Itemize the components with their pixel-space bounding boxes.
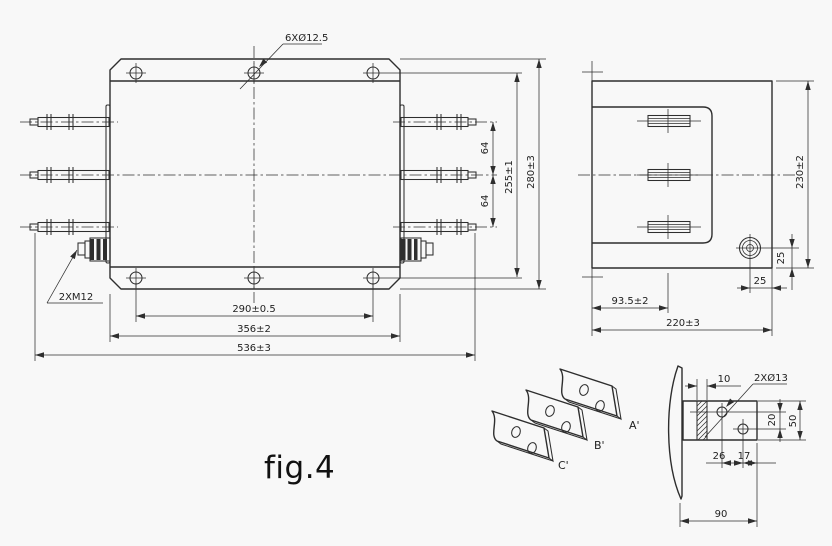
hole-callout: 6XØ12.5 — [239, 32, 328, 90]
dim-plate-width: 50 — [788, 415, 799, 428]
dim-stud-pitch-upper: 64 — [480, 142, 491, 155]
busbar-isometric: A' B' C' — [491, 368, 640, 472]
ground-stud-end — [736, 234, 799, 293]
busbar-plate-b — [525, 389, 588, 441]
figure-caption: fig.4 — [264, 450, 335, 486]
dim-ground-stud-vertical: 25 — [776, 252, 787, 265]
dim-stud-pitch-lower: 64 — [480, 195, 491, 208]
front-bottom-dimensions: 290±0.5 356±2 536±3 — [34, 233, 476, 361]
dim-wall-thickness: 10 — [718, 374, 731, 385]
dim-ground-stud-horizontal: 25 — [754, 276, 767, 287]
ground-stud-left — [77, 237, 111, 262]
detail-hole-callout: 2XØ13 — [754, 372, 788, 384]
terminal-stud-end — [636, 162, 702, 188]
dim-hole-offset-v: 20 — [767, 414, 778, 427]
dim-plate-length: 90 — [715, 509, 728, 520]
dim-hole-edge: 17 — [738, 451, 751, 462]
terminal-stud-end — [636, 108, 702, 134]
plate-label-c: C' — [558, 459, 569, 472]
mounting-hole — [362, 62, 384, 84]
terminal-panel — [592, 106, 713, 244]
plate-label-b: B' — [594, 439, 605, 452]
busbar-bar — [682, 400, 758, 441]
front-view: 6XØ12.5 2XM12 290±0.5 356±2 — [20, 32, 546, 361]
plate-label-a: A' — [629, 419, 640, 432]
hole-callout-label: 6XØ12.5 — [285, 32, 328, 44]
mounting-hole — [125, 62, 147, 84]
mounting-hole — [243, 62, 265, 84]
side-dimensions: 230±2 25 25 93.5±2 220±3 — [591, 80, 814, 336]
dim-terminal-offset: 93.5±2 — [611, 296, 648, 307]
dim-overall-width: 536±3 — [237, 343, 271, 354]
dim-hole-spacing: 26 — [713, 451, 726, 462]
busbar-plate-a — [559, 368, 622, 420]
busbar-detail-view: 10 2XØ13 20 50 26 17 — [667, 365, 806, 527]
terminal-stud-end — [636, 214, 702, 240]
dim-overall-height: 280±3 — [526, 155, 537, 189]
left-side-panel-edge — [105, 104, 111, 264]
terminal-callout-label: 2XM12 — [59, 292, 94, 303]
side-view: 230±2 25 25 93.5±2 220±3 — [578, 61, 814, 336]
terminal-callout: 2XM12 — [46, 248, 103, 304]
wall-section — [667, 365, 683, 500]
ground-stud-right — [400, 237, 434, 262]
dim-hole-spacing-v: 255±1 — [504, 160, 515, 194]
mounting-hole — [243, 267, 265, 289]
detail-dimensions: 10 2XØ13 20 50 26 17 — [679, 372, 806, 527]
side-body-outline — [591, 80, 773, 269]
section-hatch — [696, 400, 708, 441]
right-side-panel-edge — [399, 104, 405, 264]
dim-height: 230±2 — [795, 155, 806, 189]
dim-flange-width: 356±2 — [237, 324, 271, 335]
filter-body-outline — [109, 58, 401, 290]
dim-hole-spacing-h: 290±0.5 — [232, 304, 275, 315]
dim-depth: 220±3 — [666, 318, 700, 329]
busbar-plate-c — [491, 410, 554, 462]
front-right-dimensions: 64 64 255±1 280±3 — [400, 58, 546, 290]
